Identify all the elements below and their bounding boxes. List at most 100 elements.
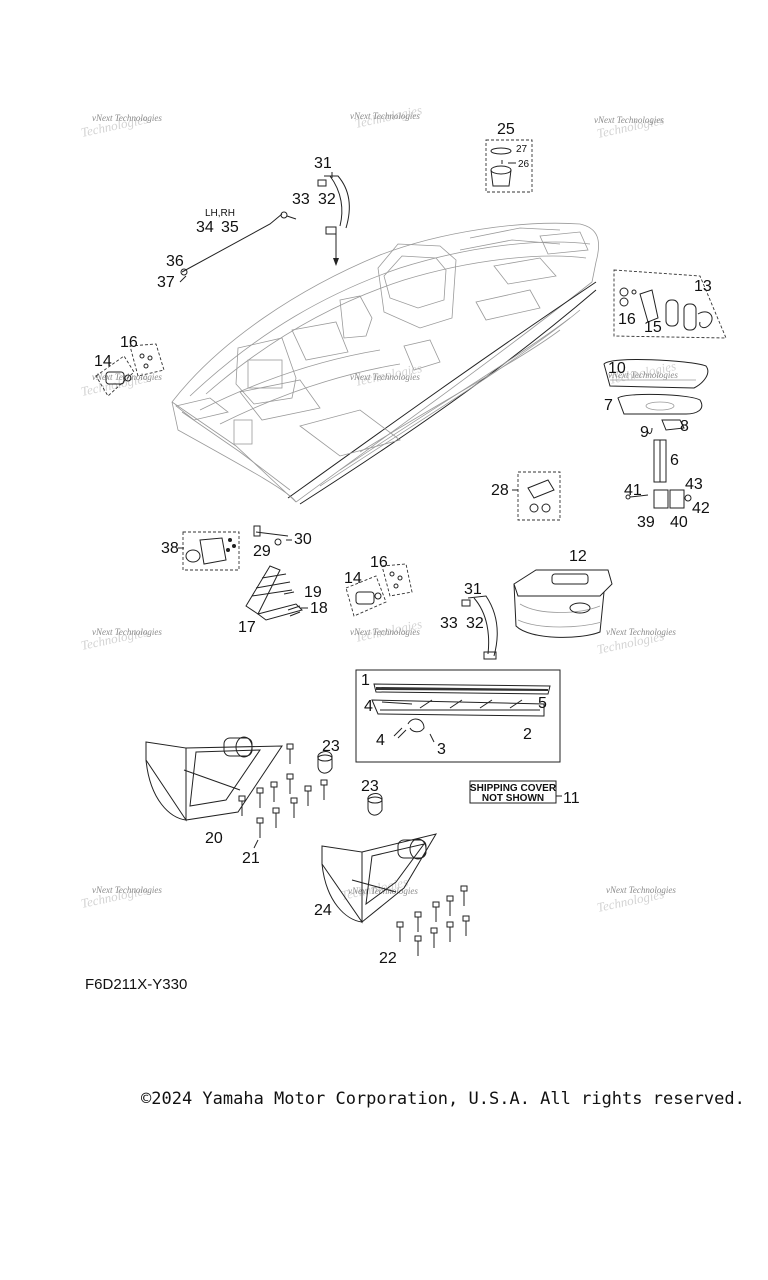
- callout-38: 38: [161, 540, 179, 557]
- callout-19: 19: [304, 584, 322, 601]
- svg-text:SHIPPING COVER: SHIPPING COVER: [470, 783, 557, 794]
- bracket-kit-middle: [345, 563, 413, 617]
- callout-43: 43: [685, 476, 703, 493]
- callout-33-top: 33: [292, 191, 310, 208]
- callout-9: 9: [640, 424, 649, 441]
- callout-15: 15: [644, 319, 662, 336]
- callout-10: 10: [608, 360, 626, 377]
- callout-33-lower: 33: [440, 615, 458, 632]
- watermark-10: Technologies vNext Technologies: [80, 882, 163, 911]
- callout-2: 2: [523, 726, 532, 743]
- watermark-8: Technologies vNext Technologies: [350, 616, 423, 645]
- side-label: LH,RH: [205, 208, 235, 219]
- watermark-11: Technologies vNext Technologies: [340, 874, 419, 903]
- watermark-12: Technologies vNext Technologies: [596, 885, 677, 915]
- callout-23-lower: 23: [361, 778, 379, 795]
- callout-5: 5: [538, 695, 547, 712]
- strap-29-30: [253, 525, 292, 546]
- callout-40: 40: [670, 514, 688, 531]
- callout-31-top: 31: [314, 155, 332, 172]
- trim-tab-right-bolts: [396, 885, 470, 956]
- svg-text:vNext Technologies: vNext Technologies: [92, 885, 162, 895]
- callout-31-lower: 31: [464, 581, 482, 598]
- callout-16-right: 16: [618, 311, 636, 328]
- callout-13: 13: [694, 278, 712, 295]
- callout-28: 28: [491, 482, 509, 499]
- callout-36: 36: [166, 253, 184, 270]
- callout-22: 22: [379, 950, 397, 967]
- callout-23-upper: 23: [322, 738, 340, 755]
- callout-numbers: 25 27 26 31 33 32 LH,RH 34 35 36 37 13 1…: [94, 121, 712, 967]
- callout-42: 42: [692, 500, 710, 517]
- callout-6: 6: [670, 452, 679, 469]
- bow-rail-lower: [461, 595, 498, 660]
- callout-27: 27: [516, 144, 528, 155]
- watermark-5: Technologies vNext Technologies: [350, 360, 423, 389]
- svg-text:vNext Technologies: vNext Technologies: [92, 372, 162, 382]
- cup-holder-kit: [485, 139, 533, 193]
- svg-text:vNext Technologies: vNext Technologies: [606, 627, 676, 637]
- callout-18: 18: [310, 600, 328, 617]
- callout-7: 7: [604, 397, 613, 414]
- callout-24: 24: [314, 902, 332, 919]
- callout-3: 3: [437, 741, 446, 758]
- boarding-ladder: [245, 565, 303, 621]
- boat-hull-illustration: [171, 222, 599, 505]
- svg-text:vNext Technologies: vNext Technologies: [594, 115, 664, 125]
- callout-25: 25: [497, 121, 515, 138]
- svg-text:vNext Technologies: vNext Technologies: [92, 113, 162, 123]
- callout-4-bottom: 4: [376, 732, 385, 749]
- callout-20: 20: [205, 830, 223, 847]
- svg-text:vNext Technologies: vNext Technologies: [92, 627, 162, 637]
- callout-35: 35: [221, 219, 239, 236]
- watermark-7: Technologies vNext Technologies: [80, 624, 163, 653]
- fender-clip-kit: [517, 471, 561, 521]
- cooler: [513, 569, 613, 638]
- trim-tab-left: [145, 736, 283, 822]
- callout-16-mid: 16: [370, 554, 388, 571]
- svg-text:vNext Technologies: vNext Technologies: [608, 370, 678, 380]
- bracket-38: [182, 531, 240, 571]
- rub-rail-kit: [355, 669, 561, 763]
- seat-cushion-parts: [603, 359, 709, 435]
- trim-tab-left-bolts: [238, 743, 328, 849]
- svg-text:vNext Technologies: vNext Technologies: [350, 111, 420, 121]
- callout-41: 41: [624, 482, 642, 499]
- svg-text:vNext Technologies: vNext Technologies: [350, 627, 420, 637]
- callout-26: 26: [518, 159, 530, 170]
- bumper-23-lower: [367, 793, 383, 816]
- callout-32-lower: 32: [466, 615, 484, 632]
- watermark-3: Technologies vNext Technologies: [594, 112, 665, 141]
- watermark-9: Technologies vNext Technologies: [596, 627, 677, 657]
- svg-text:vNext Technologies: vNext Technologies: [350, 372, 420, 382]
- cleat-hardware-kit: [613, 269, 727, 339]
- watermark-1: Technologies vNext Technologies: [80, 111, 163, 140]
- shipping-cover-note: SHIPPING COVER NOT SHOWN: [469, 780, 562, 804]
- callout-21: 21: [242, 850, 260, 867]
- callout-14-mid: 14: [344, 570, 362, 587]
- callout-12: 12: [569, 548, 587, 565]
- callout-4-top: 4: [364, 698, 373, 715]
- trim-tab-right: [321, 833, 438, 924]
- bracket-kit-left: [95, 343, 165, 397]
- callout-16-left: 16: [120, 334, 138, 351]
- callout-29: 29: [253, 543, 271, 560]
- callout-17: 17: [238, 619, 256, 636]
- copyright-notice: ©2024 Yamaha Motor Corporation, U.S.A. A…: [141, 1089, 745, 1109]
- diagram-code: F6D211X-Y330: [85, 976, 188, 993]
- watermark-2: Technologies vNext Technologies: [350, 102, 423, 131]
- callout-32-top: 32: [318, 191, 336, 208]
- callout-39: 39: [637, 514, 655, 531]
- bumper-23-upper: [317, 751, 333, 774]
- callout-8: 8: [680, 418, 689, 435]
- table-pedestal: [625, 439, 692, 509]
- svg-text:NOT SHOWN: NOT SHOWN: [482, 793, 544, 804]
- callout-37: 37: [157, 274, 175, 291]
- callout-34: 34: [196, 219, 214, 236]
- grab-rod: [179, 213, 283, 283]
- svg-text:vNext Technologies: vNext Technologies: [606, 885, 676, 895]
- callout-1: 1: [361, 672, 370, 689]
- callout-14-left: 14: [94, 353, 112, 370]
